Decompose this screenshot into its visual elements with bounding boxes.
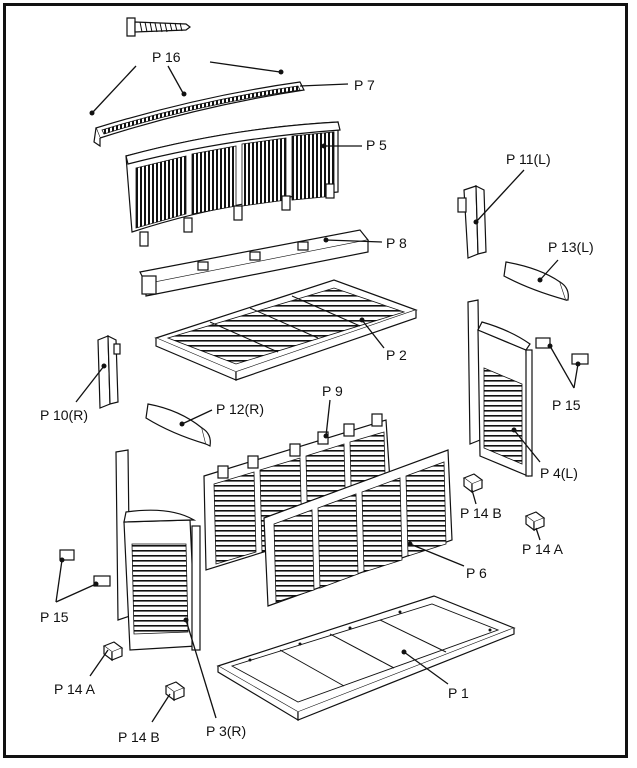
seat-lid-p2 <box>154 279 418 381</box>
post-p10-right <box>75 335 121 409</box>
label-p10: P 10(R) <box>40 407 88 423</box>
label-p14b-right: P 14 B <box>460 505 502 521</box>
label-p3: P 3(R) <box>206 723 246 739</box>
label-p5: P 5 <box>366 137 387 153</box>
label-p14b-left: P 14 B <box>118 729 160 745</box>
label-p13: P 13(L) <box>548 239 594 255</box>
foot-part-p14b-left <box>151 681 186 723</box>
label-p15-right: P 15 <box>552 397 581 413</box>
clip-parts-p15-right <box>535 337 589 389</box>
label-p14a-left: P 14 A <box>54 681 96 697</box>
rail-p8 <box>139 229 383 297</box>
label-p7: P 7 <box>354 77 375 93</box>
side-panel-p3-right <box>115 449 217 719</box>
label-p9: P 9 <box>322 383 343 399</box>
pin-parts-p16 <box>89 61 284 116</box>
armrest-p12-right <box>145 403 213 447</box>
label-p1: P 1 <box>448 685 469 701</box>
screw-part <box>126 17 191 37</box>
label-p11: P 11(L) <box>506 151 551 167</box>
clip-parts-p15-left <box>55 549 111 603</box>
label-p16: P 16 <box>152 49 181 65</box>
foot-part-p14b-right <box>462 473 484 505</box>
side-panel-p4-left <box>467 299 541 477</box>
label-p12: P 12(R) <box>216 401 264 417</box>
label-p2: P 2 <box>386 347 407 363</box>
label-p6: P 6 <box>466 565 487 581</box>
foot-part-p14a-right <box>524 511 546 541</box>
back-panel-p5 <box>125 121 362 247</box>
foot-part-p14a-left <box>89 641 124 677</box>
panel-p6 <box>263 449 465 607</box>
armrest-p13-left <box>503 259 569 301</box>
label-p15-left: P 15 <box>40 609 69 625</box>
base-frame-p1 <box>216 595 516 722</box>
label-p8: P 8 <box>386 235 407 251</box>
label-p14a-right: P 14 A <box>522 541 564 557</box>
post-p11-left <box>457 169 525 259</box>
label-p4: P 4(L) <box>540 465 578 481</box>
top-rail-p7 <box>93 81 349 148</box>
